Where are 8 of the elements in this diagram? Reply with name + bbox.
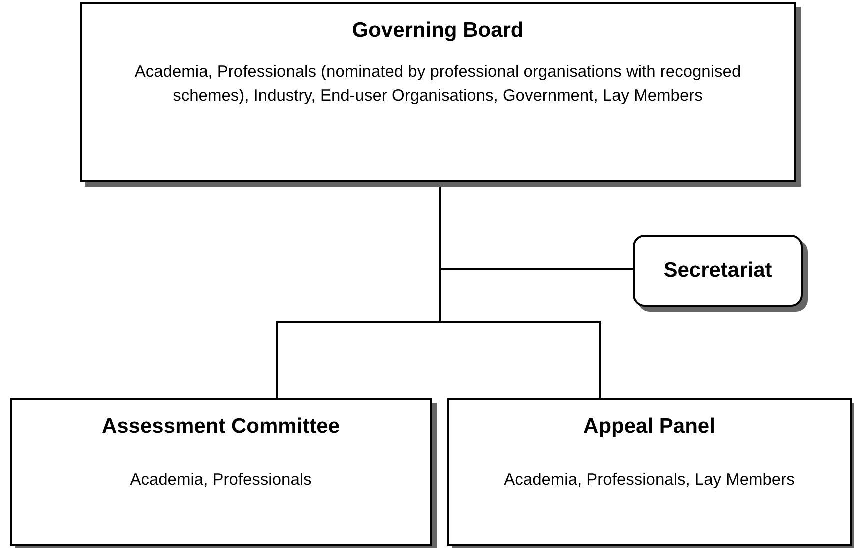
member-list: Academia, Professionals (nominated by professional organisations with recognised schemes), Industry, End-user Organisations, Government, Lay Members (110, 61, 766, 108)
member-list: Academia, Professionals (130, 469, 312, 493)
box-title: Secretariat (664, 258, 772, 284)
box-title: Governing Board (352, 18, 524, 44)
box-title: Assessment Committee (102, 414, 340, 440)
org-box (447, 398, 852, 546)
box-title: Appeal Panel (584, 414, 716, 440)
member-list: Academia, Professionals, Lay Members (504, 469, 795, 493)
